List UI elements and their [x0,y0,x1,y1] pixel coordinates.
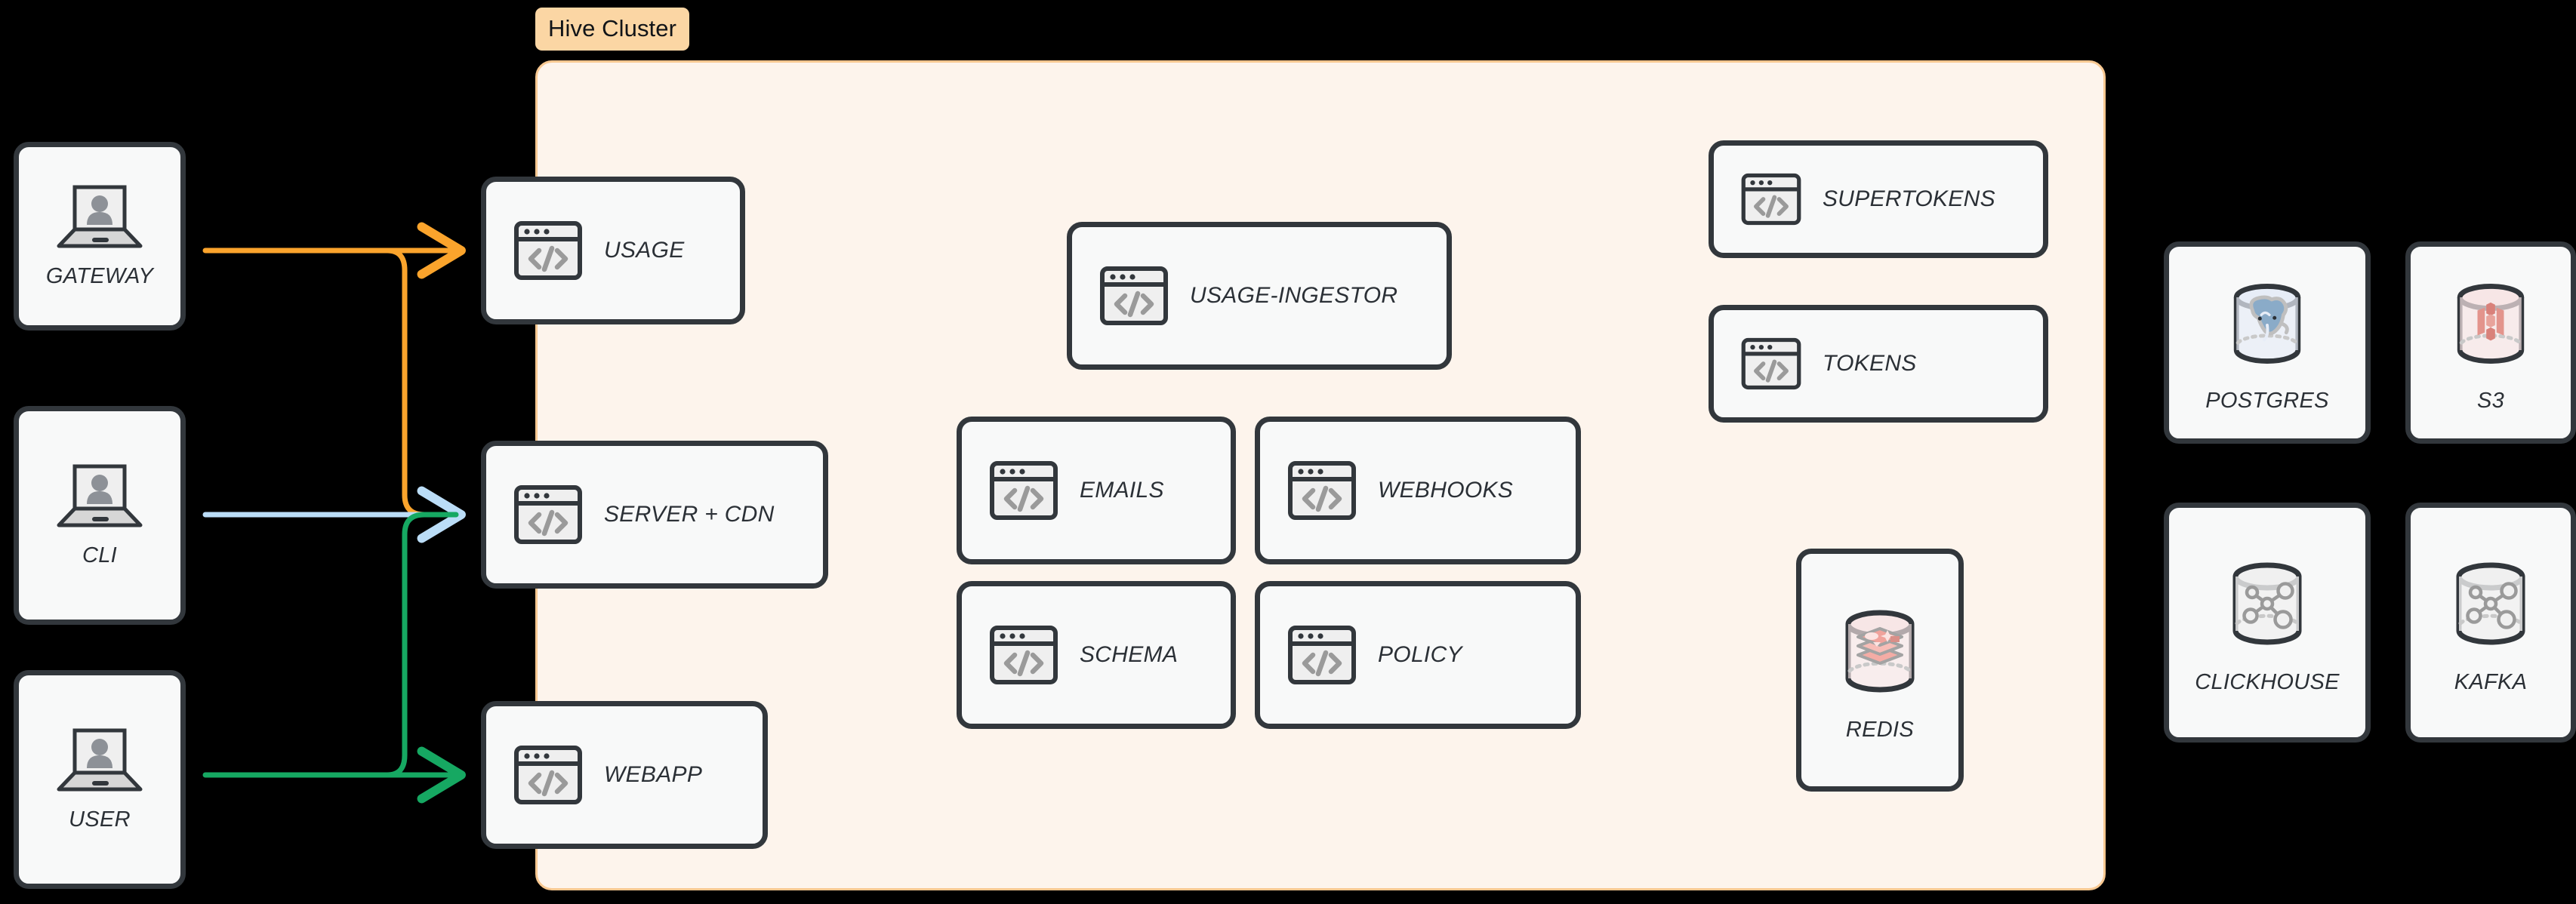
store-node-redis[interactable]: REDIS [1796,549,1964,792]
store-node-kafka[interactable]: KAFKA [2405,503,2576,743]
service-node-usage-ingestor[interactable]: USAGE-INGESTOR [1067,222,1452,370]
hive-cluster-badge: Hive Cluster [535,8,690,51]
service-node-webapp[interactable]: WEBAPP [481,701,768,849]
service-node-server-cdn-label: SERVER + CDN [604,502,775,527]
code-window-icon [512,739,584,811]
graph-cylinder-icon [2214,551,2320,656]
code-window-icon [1286,619,1358,691]
store-node-s3-label: S3 [2476,388,2505,413]
code-window-icon [1739,332,1803,395]
store-node-redis-label: REDIS [1845,717,1915,742]
code-window-icon [512,214,584,287]
service-node-supertokens[interactable]: SUPERTOKENS [1709,140,2048,258]
hive-cluster-badge-label: Hive Cluster [548,15,677,42]
client-node-gateway-label: GATEWAY [45,263,154,288]
client-node-cli[interactable]: CLI [14,406,186,625]
store-node-postgres[interactable]: POSTGRES [2164,241,2371,444]
code-window-icon [988,454,1060,527]
graph-cylinder-icon [2438,551,2544,656]
service-node-usage[interactable]: USAGE [481,177,745,324]
code-window-icon [512,478,584,551]
service-node-webhooks-label: WEBHOOKS [1378,478,1514,503]
store-node-s3[interactable]: S3 [2405,241,2576,444]
service-node-policy-label: POLICY [1378,642,1462,667]
edge-gateway-to-server-cdn [384,248,459,518]
service-node-policy[interactable]: POLICY [1255,581,1581,729]
code-window-icon [1739,168,1803,231]
service-node-webhooks[interactable]: WEBHOOKS [1255,417,1581,564]
laptop-user-icon [56,184,143,251]
postgres-cylinder-icon [2216,272,2319,375]
service-node-schema[interactable]: SCHEMA [957,581,1236,729]
code-window-icon [988,619,1060,691]
store-node-postgres-label: POSTGRES [2205,388,2329,413]
client-node-user[interactable]: USER [14,670,186,889]
service-node-schema-label: SCHEMA [1080,642,1179,667]
laptop-user-icon [56,727,143,794]
service-node-server-cdn[interactable]: SERVER + CDN [481,441,828,589]
service-node-emails[interactable]: EMAILS [957,417,1236,564]
store-node-clickhouse[interactable]: CLICKHOUSE [2164,503,2371,743]
service-node-webapp-label: WEBAPP [604,762,703,787]
service-node-usage-label: USAGE [604,238,685,263]
store-node-kafka-label: KAFKA [2454,669,2528,694]
service-node-supertokens-label: SUPERTOKENS [1823,186,1995,211]
s3-cylinder-icon [2439,272,2542,375]
redis-cylinder-icon [1827,598,1933,704]
client-node-user-label: USER [69,807,131,832]
store-node-clickhouse-label: CLICKHOUSE [2195,669,2340,694]
code-window-icon [1286,454,1358,527]
client-node-gateway[interactable]: GATEWAY [14,142,186,331]
service-node-tokens-label: TOKENS [1823,351,1917,376]
service-node-usage-ingestor-label: USAGE-INGESTOR [1190,283,1398,308]
code-window-icon [1098,260,1170,332]
edge-user-to-server-cdn [384,512,459,778]
service-node-tokens[interactable]: TOKENS [1709,305,2048,423]
client-node-cli-label: CLI [82,543,118,567]
service-node-emails-label: EMAILS [1080,478,1164,503]
laptop-user-icon [56,463,143,530]
